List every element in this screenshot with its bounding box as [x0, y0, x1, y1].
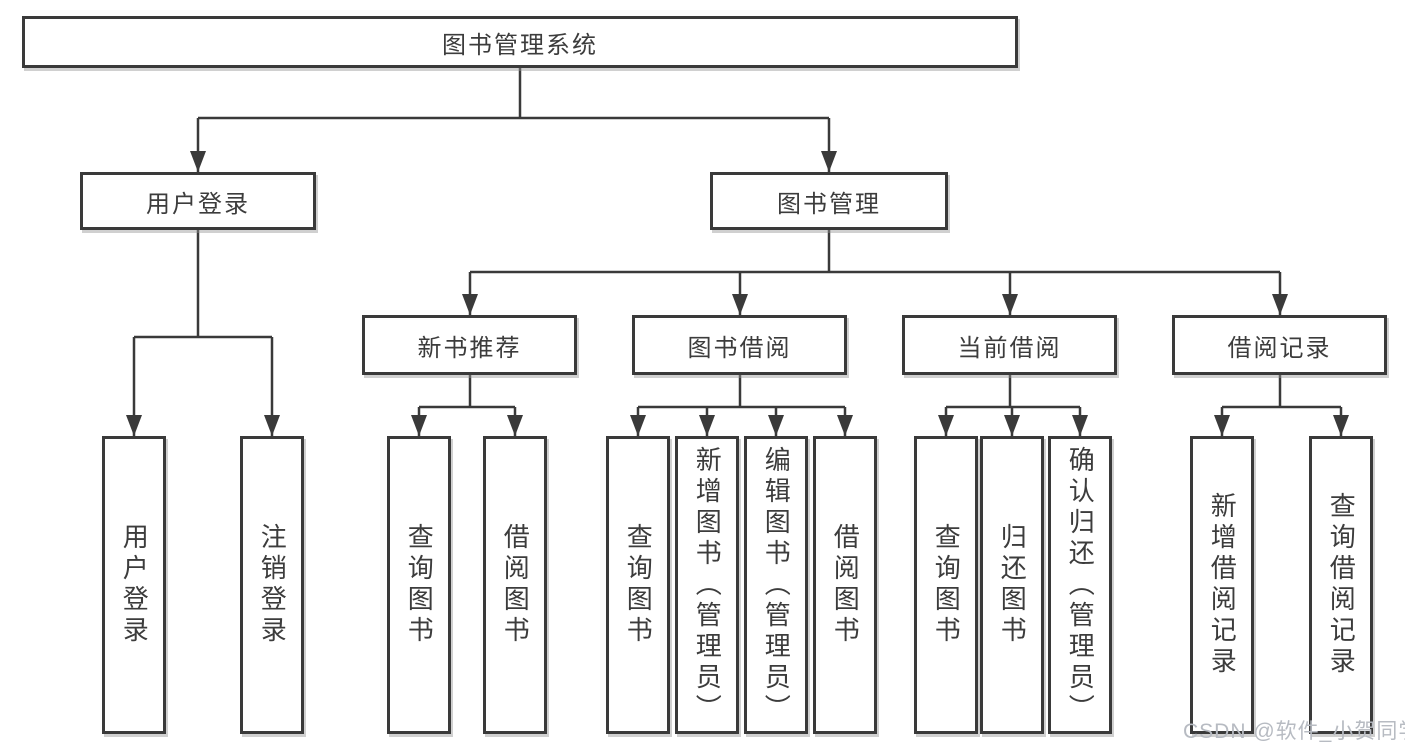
- node-user-login: 用户登录: [80, 172, 316, 230]
- node-leaf-borrow-books-recommend: 借阅图书: [483, 436, 547, 734]
- leaf-label: 新增图书（管理员）: [692, 445, 723, 725]
- leaf-label: 编辑图书（管理员）: [761, 445, 792, 725]
- leaf-label: 查询图书: [931, 523, 962, 647]
- leaf-label: 归还图书: [997, 523, 1028, 647]
- node-leaf-logout: 注销登录: [240, 436, 304, 734]
- leaf-label: 确认归还（管理员）: [1065, 445, 1096, 725]
- leaf-label: 注销登录: [257, 523, 288, 647]
- node-leaf-return-books: 归还图书: [980, 436, 1044, 734]
- leaf-label: 查询图书: [404, 523, 435, 647]
- leaf-label: 查询图书: [623, 523, 654, 647]
- node-borrowing-records: 借阅记录: [1172, 315, 1387, 375]
- node-leaf-query-books-current: 查询图书: [914, 436, 978, 734]
- leaf-label: 新增借阅记录: [1207, 492, 1238, 678]
- node-leaf-user-login: 用户登录: [102, 436, 166, 734]
- node-library-management-system: 图书管理系统: [22, 16, 1018, 68]
- node-new-book-recommendation: 新书推荐: [362, 315, 577, 375]
- leaf-label: 借阅图书: [830, 523, 861, 647]
- node-current-borrowing: 当前借阅: [902, 315, 1117, 375]
- leaf-label: 查询借阅记录: [1326, 492, 1357, 678]
- leaf-label: 借阅图书: [500, 523, 531, 647]
- node-leaf-query-books-borrowing: 查询图书: [606, 436, 670, 734]
- node-book-management: 图书管理: [710, 172, 948, 230]
- node-leaf-edit-book-admin: 编辑图书（管理员）: [744, 436, 808, 734]
- node-leaf-add-book-admin: 新增图书（管理员）: [675, 436, 739, 734]
- node-leaf-query-borrow-record: 查询借阅记录: [1309, 436, 1373, 734]
- node-leaf-confirm-return-admin: 确认归还（管理员）: [1048, 436, 1112, 734]
- watermark: CSDN @软件_小贺同学: [1183, 720, 1405, 743]
- node-book-borrowing: 图书借阅: [632, 315, 847, 375]
- node-leaf-query-books-recommend: 查询图书: [387, 436, 451, 734]
- leaf-label: 用户登录: [119, 523, 150, 647]
- node-leaf-borrow-books-borrowing: 借阅图书: [813, 436, 877, 734]
- node-leaf-add-borrow-record: 新增借阅记录: [1190, 436, 1254, 734]
